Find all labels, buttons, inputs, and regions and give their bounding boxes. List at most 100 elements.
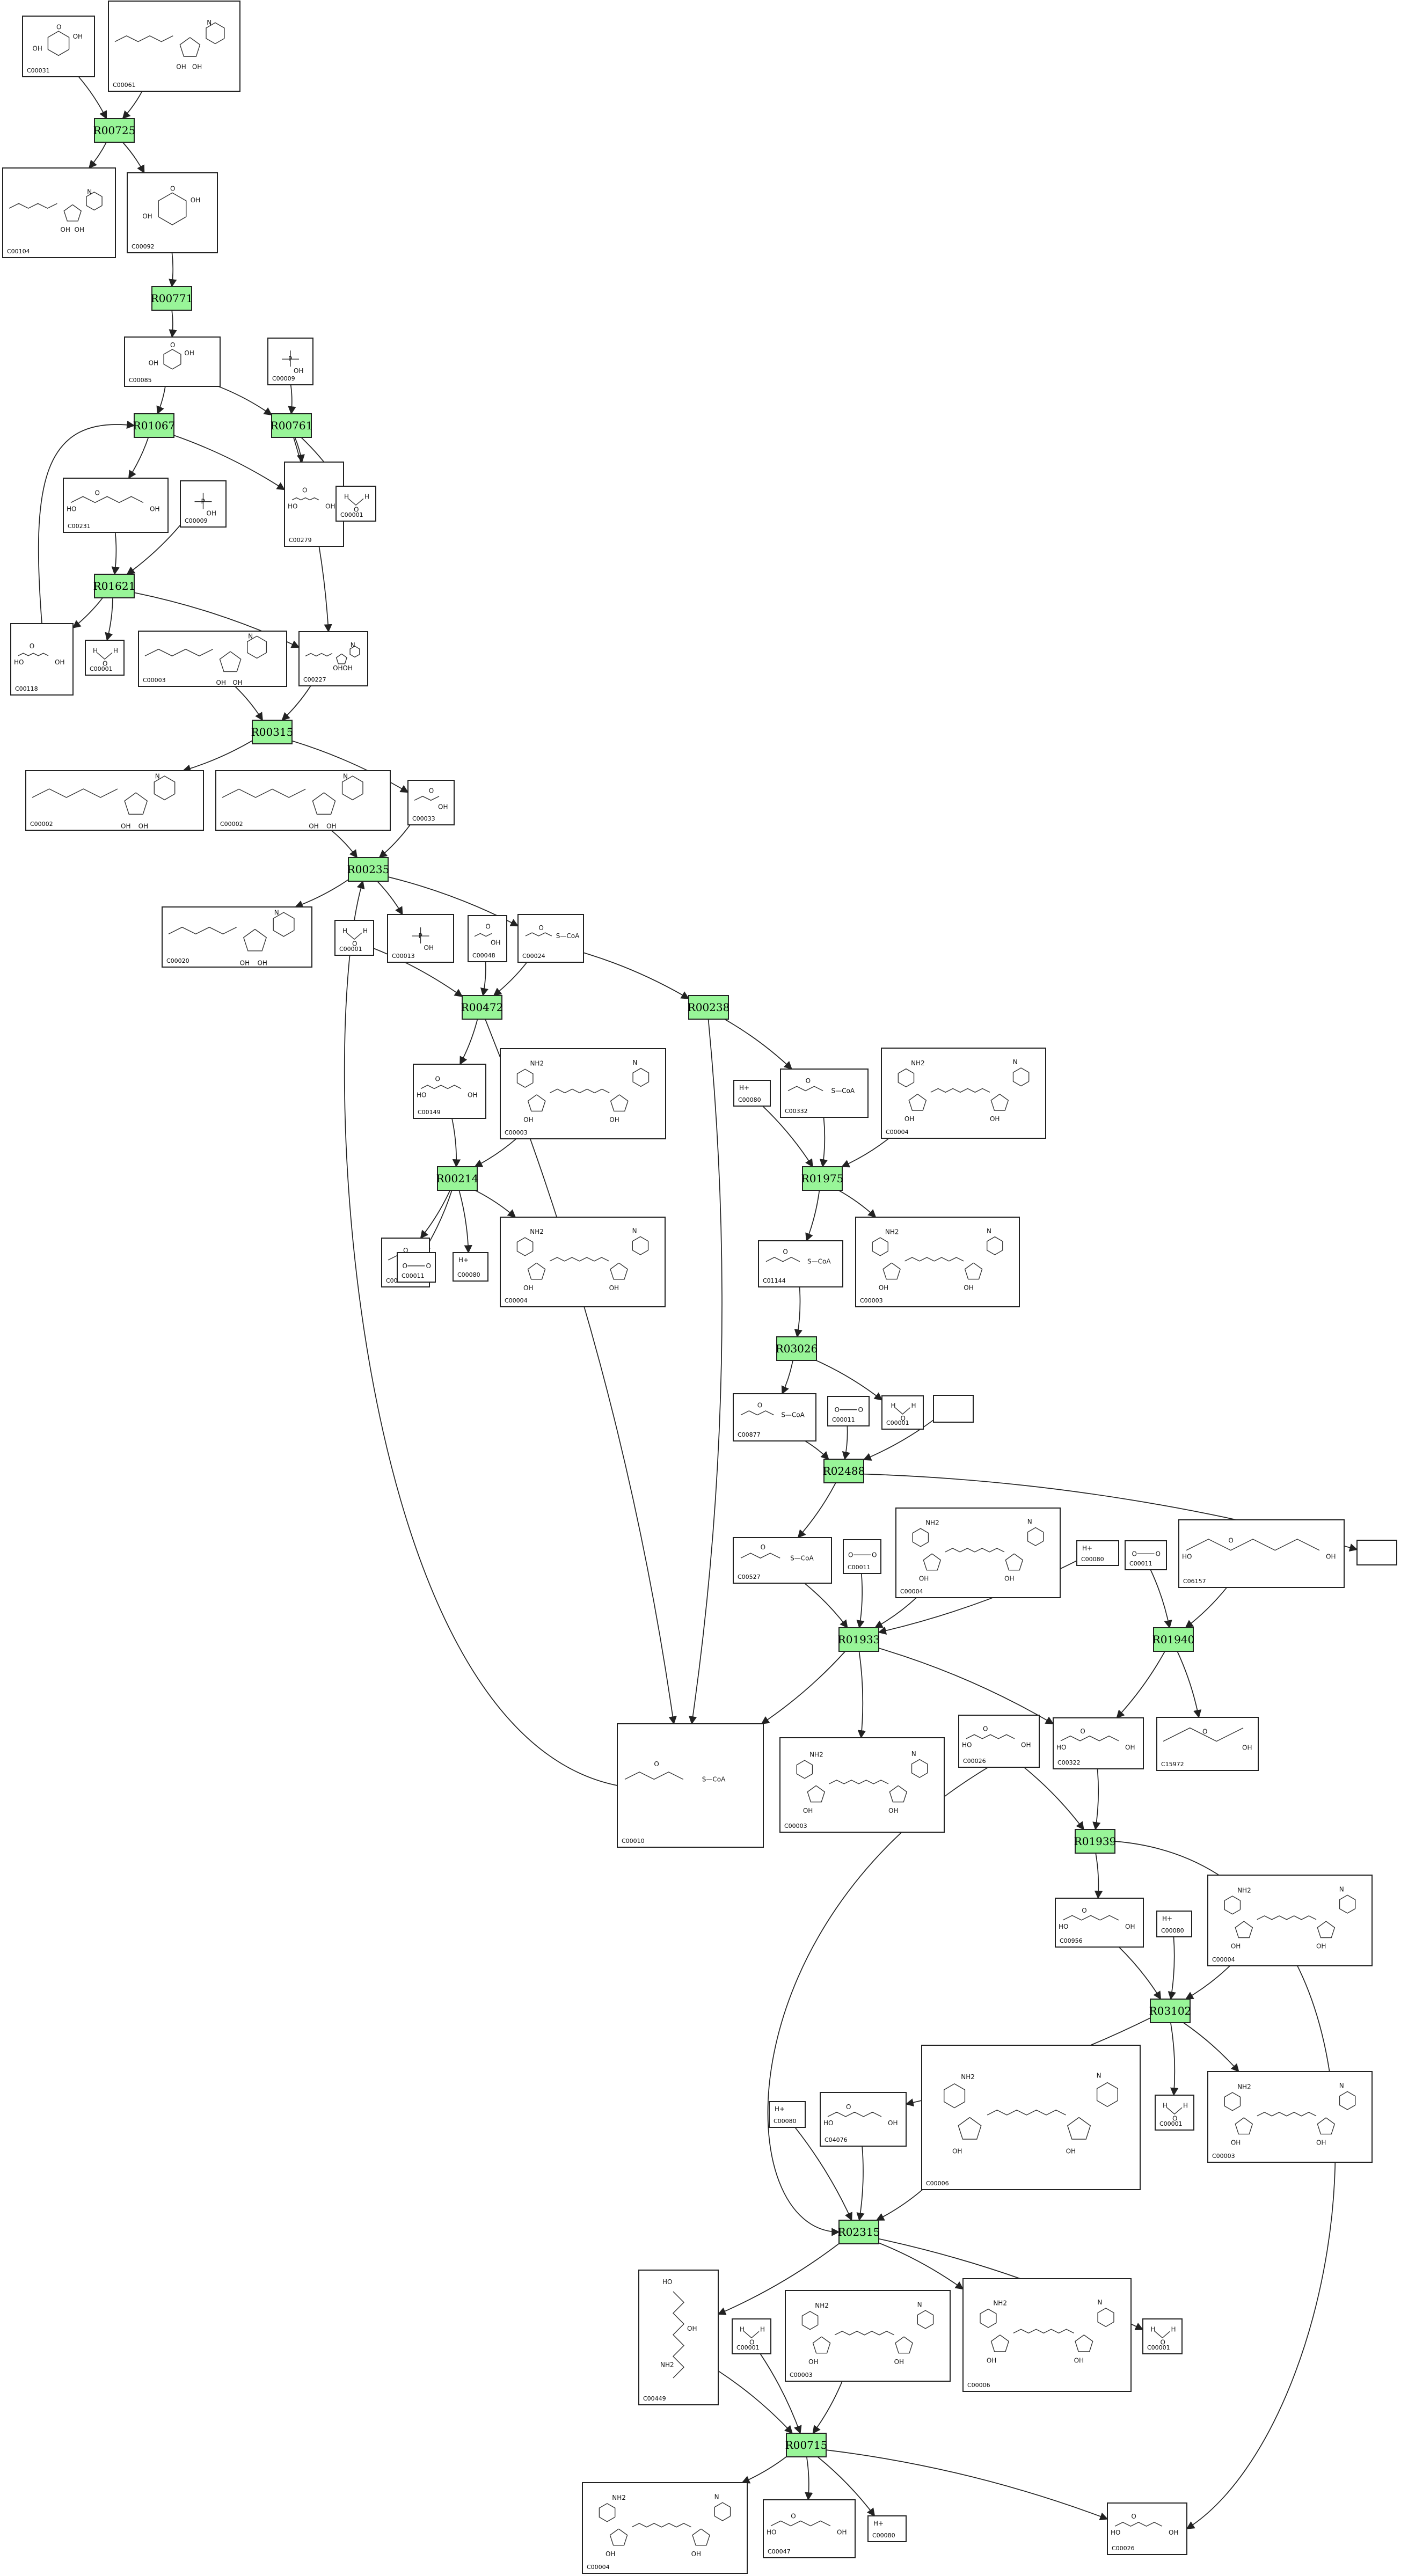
atom-label: OH: [803, 1807, 813, 1814]
atom-label: HO: [67, 505, 76, 513]
reaction-edge: [781, 1360, 793, 1395]
reaction-node[interactable]: R01933: [838, 1627, 880, 1652]
reaction-edge: [122, 91, 143, 120]
reaction-node[interactable]: R00235: [347, 857, 390, 882]
reaction-node[interactable]: R00315: [251, 720, 294, 744]
reaction-node[interactable]: R00771: [151, 286, 193, 311]
compound-node[interactable]: H+C00080: [733, 1080, 771, 1107]
atom-label: H: [363, 927, 368, 934]
reaction-node[interactable]: R01067: [133, 413, 176, 438]
compound-label: C00149: [418, 1109, 441, 1116]
compound-node[interactable]: [1356, 1540, 1397, 1565]
reaction-node[interactable]: R02488: [823, 1459, 865, 1483]
reaction-node[interactable]: R03102: [1149, 1999, 1192, 2023]
compound-node[interactable]: H+C00080: [867, 2515, 907, 2542]
reaction-node[interactable]: R00715: [785, 2433, 828, 2457]
reaction-label: R03102: [1149, 2004, 1192, 2017]
reaction-node[interactable]: R02315: [838, 2220, 880, 2244]
reaction-node[interactable]: R00238: [688, 995, 730, 1020]
atom-label: O: [983, 1725, 988, 1733]
compound-node[interactable]: [933, 1395, 974, 1423]
atom-label: OH: [73, 33, 83, 40]
reaction-node[interactable]: R01939: [1074, 1829, 1117, 1854]
compound-node[interactable]: H+C00080: [1156, 1911, 1192, 1937]
compound-label: C00048: [472, 952, 495, 959]
compound-node[interactable]: H+C00080: [769, 2101, 806, 2128]
compound-box: [298, 631, 368, 686]
compound-node[interactable]: H+C00080: [453, 1252, 488, 1282]
reaction-node[interactable]: R00725: [93, 118, 136, 143]
reaction-node[interactable]: R00214: [436, 1166, 479, 1191]
compound-node[interactable]: H+C00080: [1076, 1540, 1119, 1566]
reaction-node[interactable]: R00472: [461, 995, 504, 1020]
atom-label: H: [93, 647, 98, 654]
reaction-node[interactable]: R01621: [93, 574, 136, 598]
atom-label: OH: [216, 679, 226, 686]
reaction-node[interactable]: R01975: [801, 1166, 844, 1191]
reaction-node[interactable]: R00761: [271, 413, 313, 438]
reaction-node[interactable]: R03026: [776, 1336, 818, 1361]
compound-label: C00031: [27, 67, 50, 74]
reaction-node[interactable]: R01940: [1152, 1627, 1195, 1652]
atom-label: O: [354, 506, 359, 513]
